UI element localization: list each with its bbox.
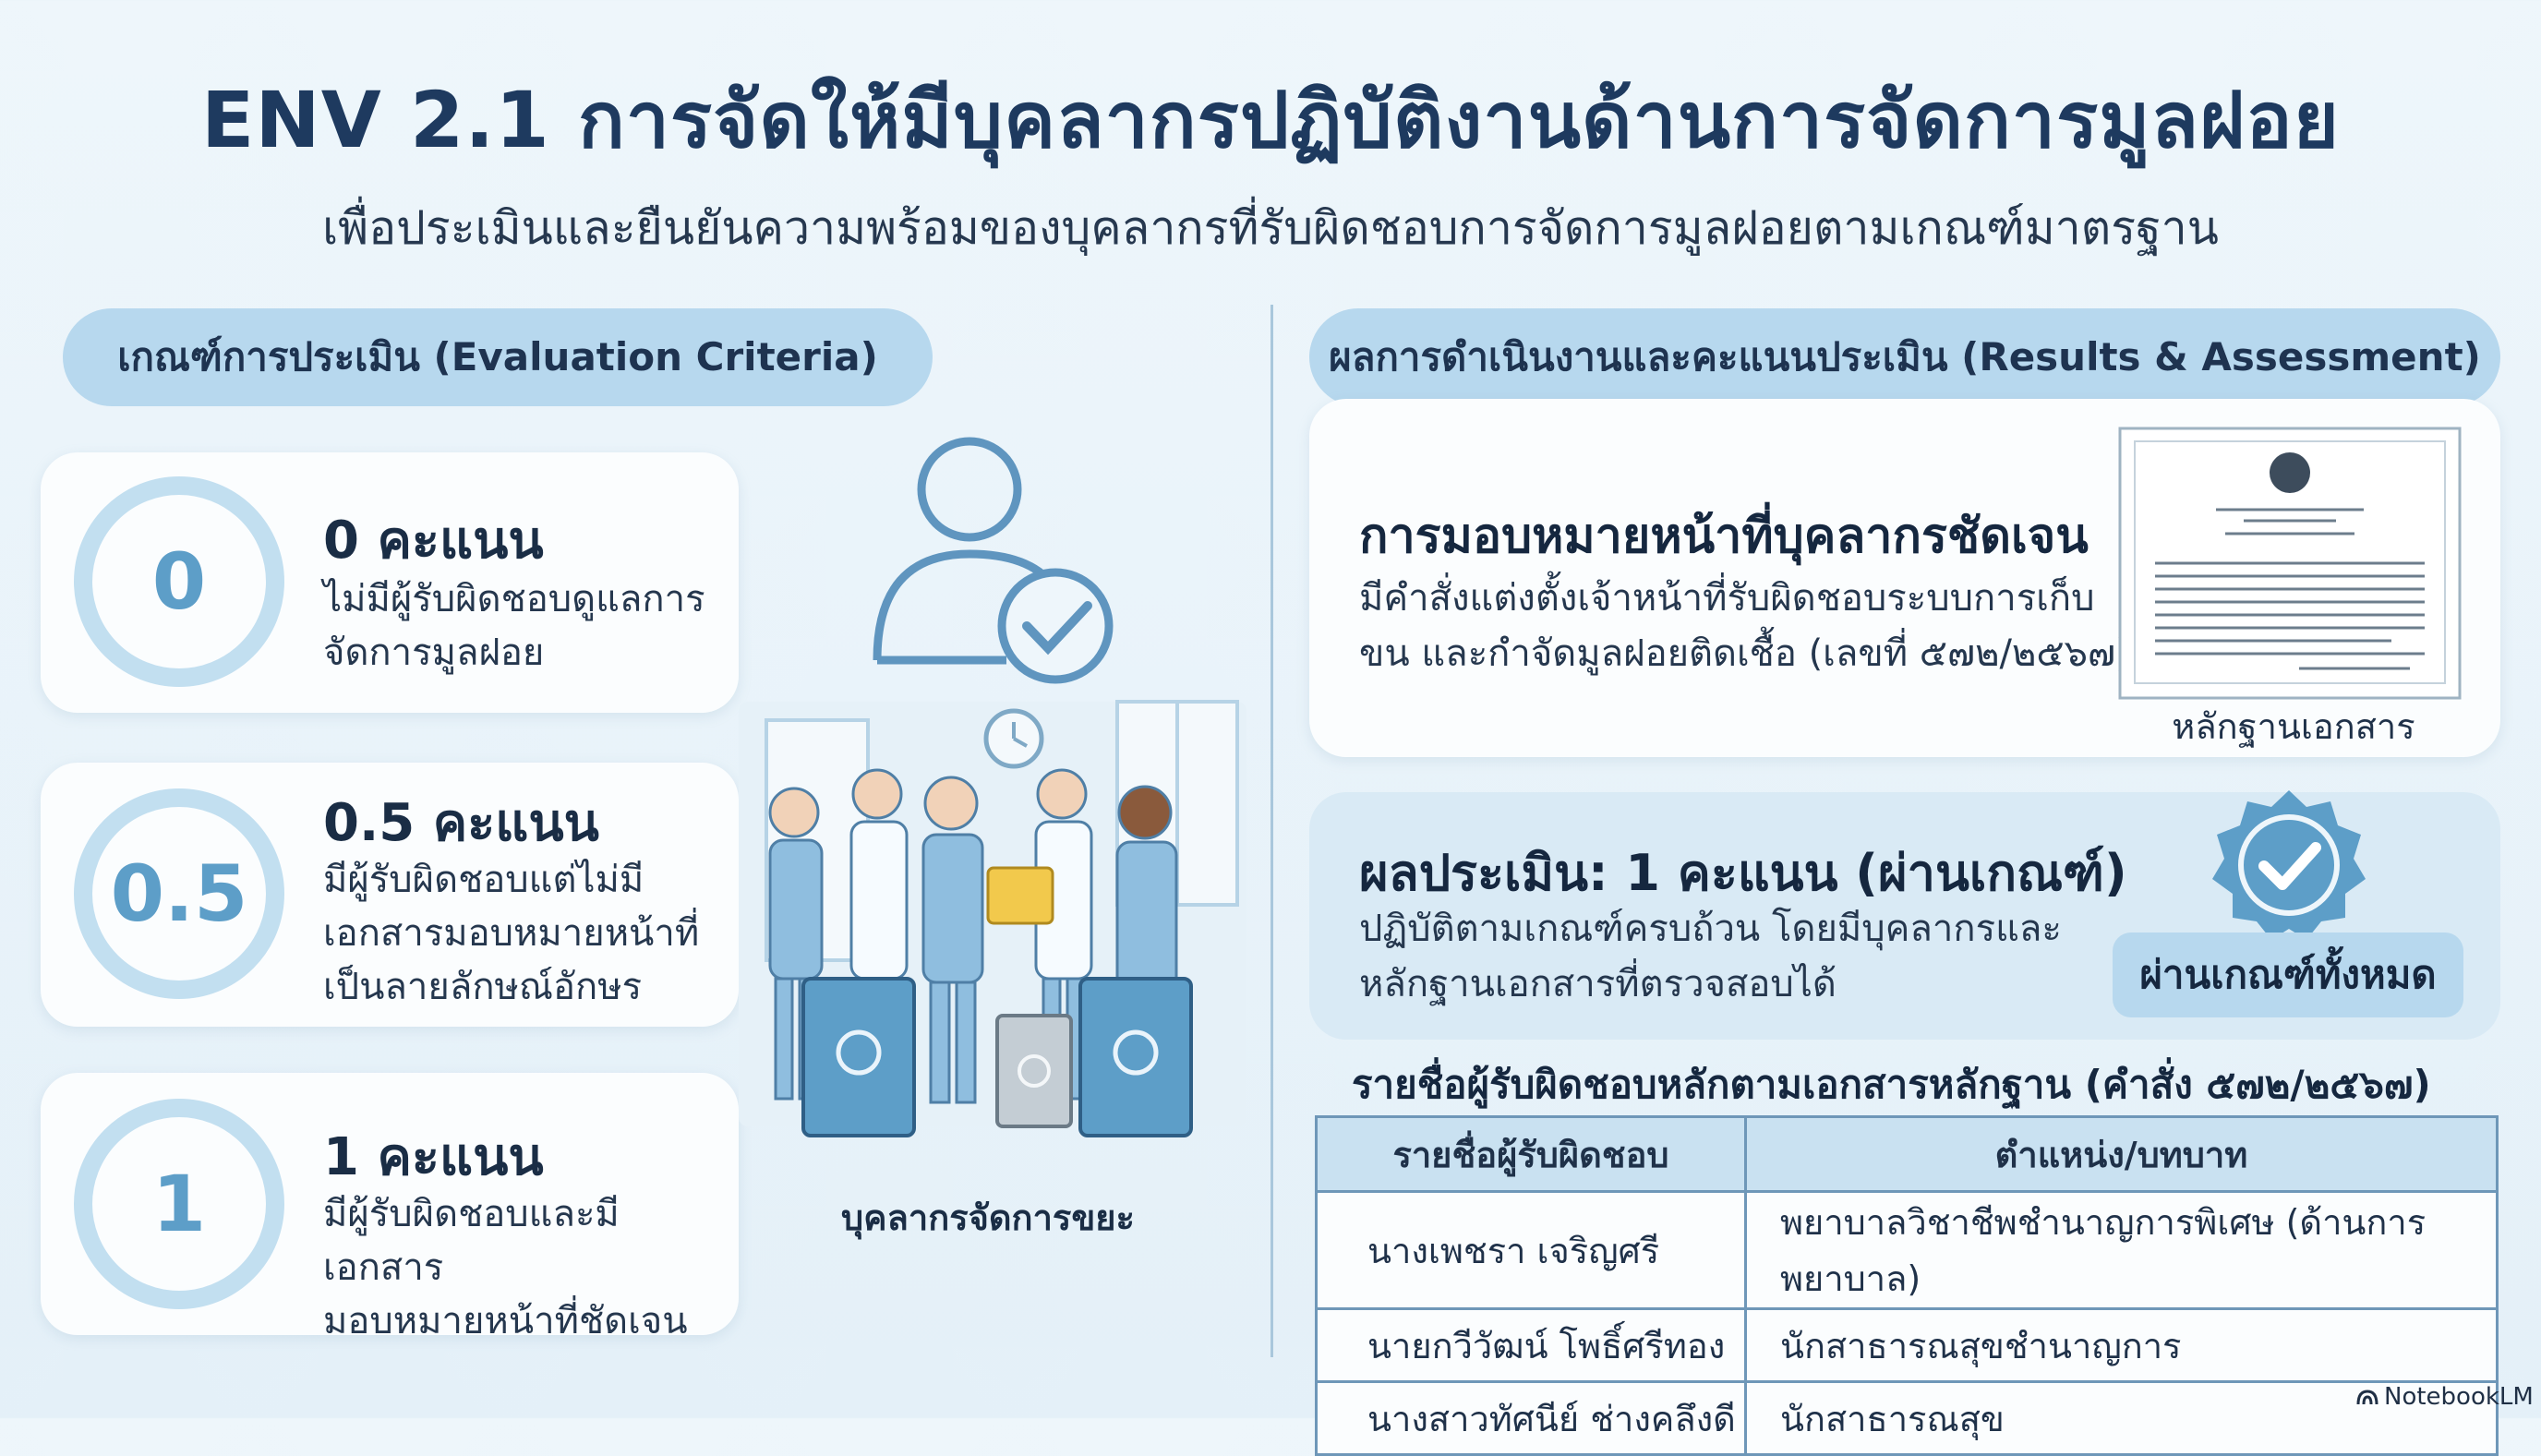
biohazard-box-icon	[986, 866, 1054, 925]
score-desc-05: มีผู้รับผิดชอบแต่ไม่มี เอกสารมอบหมายหน้า…	[323, 853, 699, 1014]
criteria-heading: เกณฑ์การประเมิน (Evaluation Criteria)	[63, 308, 933, 406]
table-row: นางสาวทัศนีย์ ช่างคลึงดี นักสาธารณสุข	[1315, 1380, 2499, 1456]
person-name: นางเพชรา เจริญศรี	[1315, 1190, 1747, 1310]
table-header-row: รายชื่อผู้รับผิดชอบ ตำแหน่ง/บทบาท	[1315, 1115, 2499, 1193]
person-name: นางสาวทัศนีย์ ช่างคลึงดี	[1315, 1380, 1747, 1456]
score-desc-line: เอกสารมอบหมายหน้าที่	[323, 912, 700, 955]
person-check-icon	[873, 437, 1114, 684]
assessment-title: ผลประเมิน: 1 คะแนน (ผ่านเกณฑ์)	[1359, 844, 2127, 902]
score-desc-line: มีผู้รับผิดชอบแต่ไม่มี	[323, 859, 644, 901]
page-subtitle: เพื่อประเมินและยืนยันความพร้อมของบุคลากร…	[322, 201, 2219, 255]
results-heading: ผลการดำเนินงานและคะแนนประเมิน (Results &…	[1309, 308, 2500, 406]
person-position: นักสาธารณสุขชำนาญการ	[1744, 1307, 2499, 1383]
recycle-bin-right-icon	[1078, 977, 1193, 1137]
table-row: นายกวีวัฒน์ โพธิ์ศรีทอง นักสาธารณสุขชำนา…	[1315, 1307, 2499, 1383]
score-desc-line: ไม่มีผู้รับผิดชอบดูแลการ	[323, 578, 705, 620]
score-desc-line: มอบหมายหน้าที่ชัดเจน	[323, 1300, 688, 1342]
score-card-0: 0 0 คะแนน ไม่มีผู้รับผิดชอบดูแลการ จัดกา…	[41, 452, 739, 713]
recycle-bin-left-icon	[801, 977, 916, 1137]
column-header-name: รายชื่อผู้รับผิดชอบ	[1315, 1115, 1747, 1193]
page-title: ENV 2.1 การจัดให้มีบุคลากรปฏิบัติงานด้าน…	[201, 75, 2340, 165]
score-ring-05: 0.5	[74, 788, 284, 999]
illustration-caption: บุคลากรจัดการขยะ	[841, 1197, 1135, 1238]
check-seal-icon	[2212, 790, 2366, 940]
score-desc-line: มีผู้รับผิดชอบและมีเอกสาร	[323, 1193, 620, 1289]
notebooklm-logo-icon	[2356, 1390, 2378, 1405]
pass-all-badge: ผ่านเกณฑ์ทั้งหมด	[2113, 933, 2463, 1017]
person-name: นายกวีวัฒน์ โพธิ์ศรีทอง	[1315, 1307, 1747, 1383]
recycle-bin-middle-icon	[995, 1014, 1073, 1128]
person-position: พยาบาลวิชาชีพชำนาญการพิเศษ (ด้านการพยาบา…	[1744, 1190, 2499, 1310]
assignment-desc-line: มีคำสั่งแต่งตั้งเจ้าหน้าที่รับผิดชอบระบบ…	[1359, 577, 2095, 620]
score-desc-line: จัดการมูลฝอย	[323, 632, 545, 674]
document-evidence-icon	[2118, 427, 2462, 700]
assignment-desc-line: ขน และกำจัดมูลฝอยติดเชื้อ (เลขที่ ๕๗๒/๒๕…	[1359, 632, 2130, 675]
table-heading: รายชื่อผู้รับผิดชอบหลักตามเอกสารหลักฐาน …	[1352, 1062, 2431, 1107]
waste-staff-illustration	[739, 437, 1246, 1137]
assignment-desc: มีคำสั่งแต่งตั้งเจ้าหน้าที่รับผิดชอบระบบ…	[1359, 571, 2130, 681]
score-desc-line: เป็นลายลักษณ์อักษร	[323, 966, 643, 1008]
score-ring-0: 0	[74, 476, 284, 687]
score-desc-1: มีผู้รับผิดชอบและมีเอกสาร มอบหมายหน้าที่…	[323, 1187, 739, 1348]
score-title-1: 1 คะแนน	[323, 1127, 544, 1187]
assessment-desc-line: ปฏิบัติตามเกณฑ์ครบถ้วน โดยมีบุคลากรและ	[1359, 908, 2062, 950]
score-title-0: 0 คะแนน	[323, 511, 544, 571]
score-card-1: 1 1 คะแนน มีผู้รับผิดชอบและมีเอกสาร มอบห…	[41, 1073, 739, 1342]
assessment-desc-line: หลักฐานเอกสารที่ตรวจสอบได้	[1359, 963, 1837, 1005]
table-row: นางเพชรา เจริญศรี พยาบาลวิชาชีพชำนาญการพ…	[1315, 1190, 2499, 1310]
watermark-text: NotebookLM	[2384, 1383, 2534, 1411]
column-header-position: ตำแหน่ง/บทบาท	[1744, 1115, 2499, 1193]
score-ring-1: 1	[74, 1099, 284, 1309]
assignment-title: การมอบหมายหน้าที่บุคลากรชัดเจน	[1359, 509, 2089, 564]
evidence-caption: หลักฐานเอกสาร	[2172, 706, 2415, 747]
section-divider	[1270, 305, 1273, 1357]
notebooklm-watermark: NotebookLM	[2356, 1383, 2534, 1411]
score-title-05: 0.5 คะแนน	[323, 793, 599, 853]
emblem-icon	[2270, 452, 2310, 493]
score-desc-0: ไม่มีผู้รับผิดชอบดูแลการ จัดการมูลฝอย	[323, 572, 705, 680]
responsible-persons-table: รายชื่อผู้รับผิดชอบ ตำแหน่ง/บทบาท นางเพช…	[1315, 1115, 2499, 1456]
assessment-desc: ปฏิบัติตามเกณฑ์ครบถ้วน โดยมีบุคลากรและ ห…	[1359, 901, 2062, 1012]
score-card-05: 0.5 0.5 คะแนน มีผู้รับผิดชอบแต่ไม่มี เอก…	[41, 763, 739, 1027]
